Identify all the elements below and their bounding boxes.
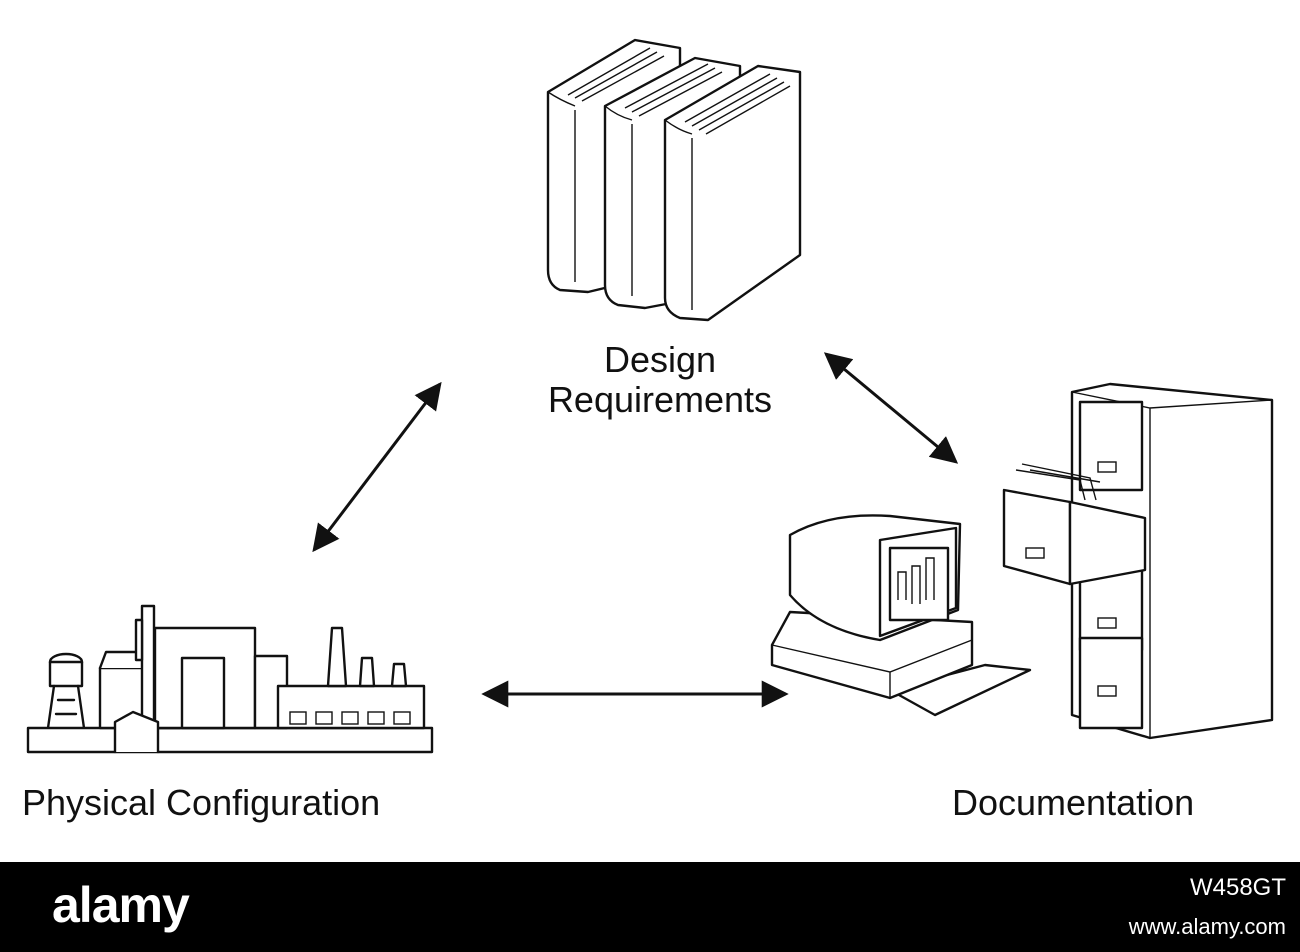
design-label-line2: Requirements: [547, 378, 773, 420]
watermark-site: www.alamy.com: [1128, 914, 1286, 939]
arrow-design-physical: [312, 381, 442, 553]
diagram-drawing: [26, 38, 1274, 754]
watermark-image-id: W458GT: [1189, 874, 1286, 901]
design-requirements-label: Design Requirements: [520, 340, 800, 419]
physical-configuration-label: Physical Configuration: [22, 782, 381, 823]
arrow-design-documentation: [823, 352, 959, 464]
computer-and-filing-cabinet-icon: [770, 382, 1274, 740]
diagram-canvas: Design Requirements Physical Configurati…: [22, 38, 1274, 823]
watermark-bar: alamy W458GT www.alamy.com: [0, 862, 1300, 952]
books-icon: [546, 38, 802, 322]
factory-icon: [26, 604, 434, 754]
documentation-label: Documentation: [952, 782, 1195, 823]
watermark-brand: alamy: [52, 877, 190, 933]
design-label-line1: Design: [603, 339, 717, 380]
